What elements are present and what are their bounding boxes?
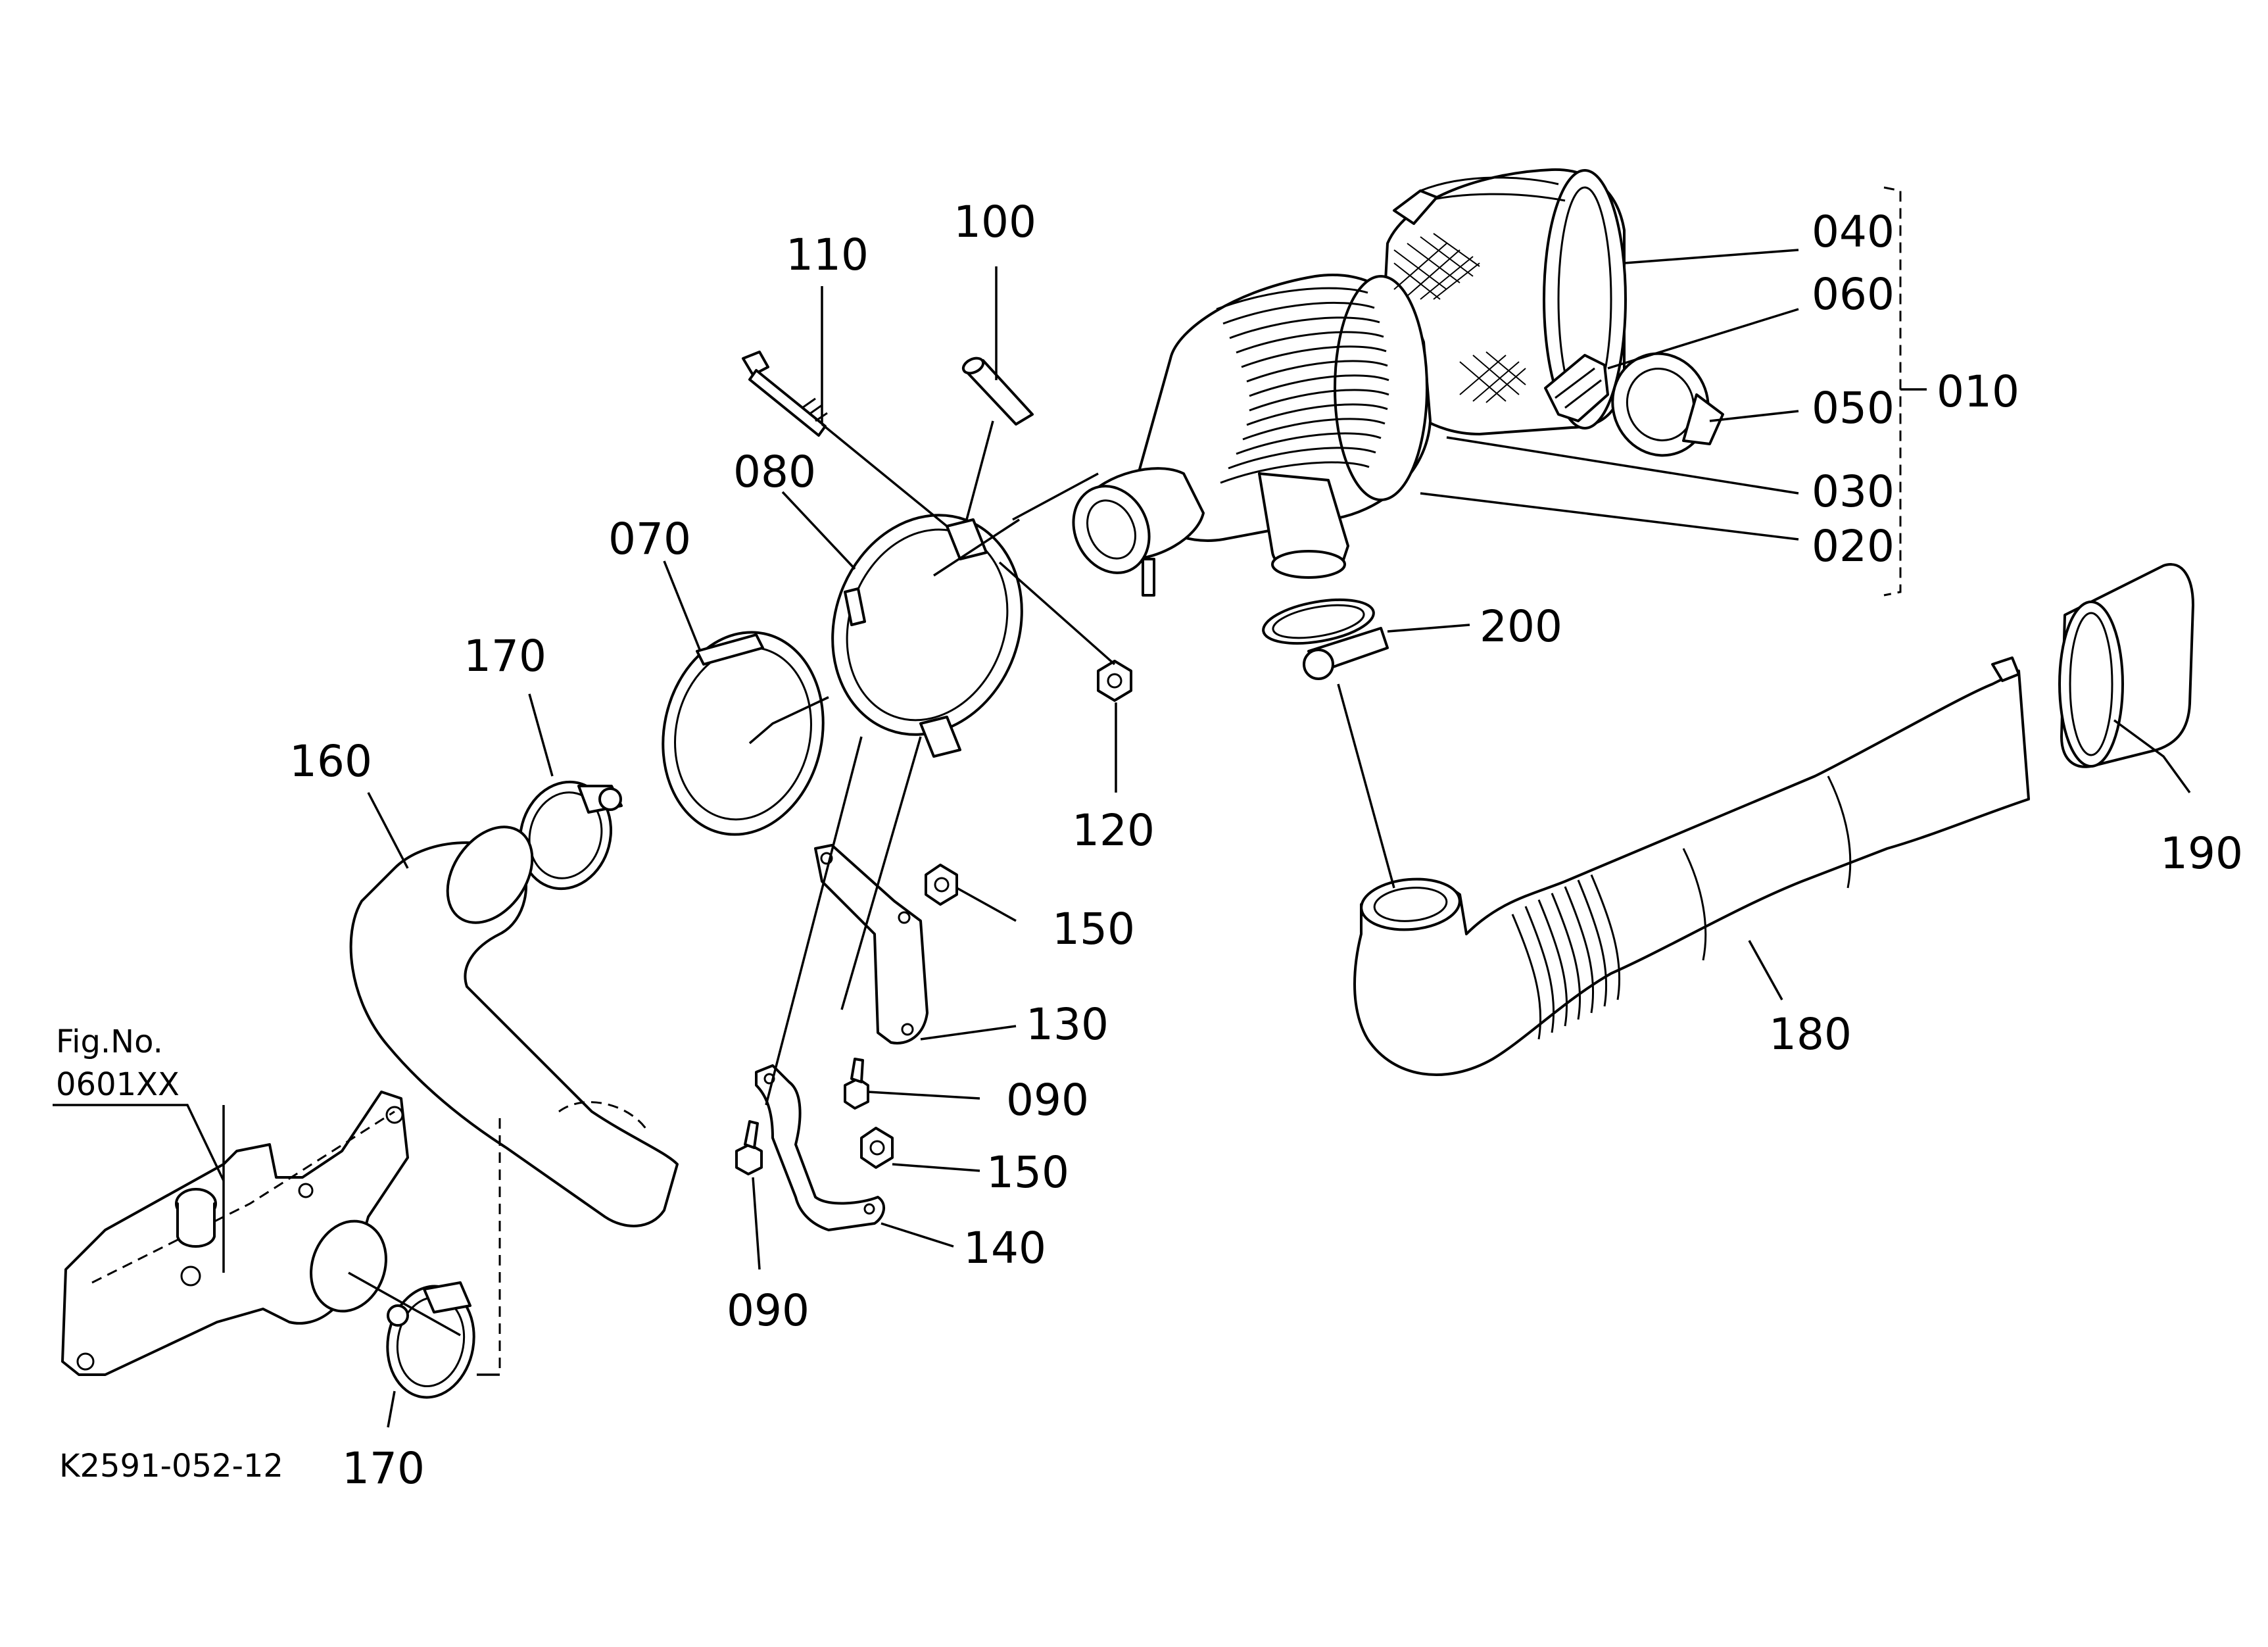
part-130-bracket[interactable] [814,844,929,1045]
air-cleaner-assembly [1059,168,1724,597]
callout-100[interactable]: 100 [953,197,1036,247]
callout-020[interactable]: 020 [1812,521,1894,572]
callout-150-bottom[interactable]: 150 [986,1147,1069,1198]
callout-080[interactable]: 080 [733,447,816,497]
callout-060[interactable]: 060 [1812,269,1894,320]
part-160-pipe[interactable] [349,811,679,1375]
figure-reference-number[interactable]: 0601XX [56,1066,180,1103]
callout-120[interactable]: 120 [1072,805,1155,856]
callout-190[interactable]: 190 [2160,828,2243,879]
part-090-bolt-right[interactable] [844,1058,869,1110]
part-030-element[interactable] [1393,233,1526,403]
callout-090-bottom[interactable]: 090 [727,1285,809,1336]
part-110-bolt[interactable] [742,351,828,437]
callout-170-bottom[interactable]: 170 [342,1443,425,1494]
callout-040[interactable]: 040 [1812,207,1894,257]
leader-lines [53,186,2191,1428]
part-170-clamp-top[interactable] [508,772,623,899]
callout-070[interactable]: 070 [608,514,691,564]
figure-reference-label: Fig.No. [56,1023,163,1060]
part-090-bolt-bottom[interactable] [735,1120,763,1175]
part-180-hose[interactable] [1353,656,2030,1076]
part-080-band[interactable] [802,488,1051,761]
callout-050[interactable]: 050 [1812,383,1894,433]
part-040-cover[interactable] [1380,168,1627,435]
part-120-nut[interactable] [1097,660,1132,702]
callout-010[interactable]: 010 [1937,366,2019,417]
callout-160[interactable]: 160 [289,736,372,787]
part-050-valve[interactable] [1599,340,1724,469]
reference-manifold [61,1091,409,1376]
callout-200[interactable]: 200 [1480,601,1562,652]
callout-170-top[interactable]: 170 [464,631,546,681]
part-100-collar[interactable] [961,355,1034,426]
part-170-clamp-bottom[interactable] [379,1279,483,1404]
callout-labels: 110 100 080 070 170 160 120 150 130 090 … [56,197,2243,1494]
callout-180[interactable]: 180 [1769,1009,1852,1060]
callout-110[interactable]: 110 [786,230,869,280]
callout-030[interactable]: 030 [1812,466,1894,517]
part-060-clip[interactable] [1393,189,1609,422]
callout-090-right[interactable]: 090 [1006,1075,1089,1125]
part-200-clamp[interactable] [1260,593,1389,680]
drawing-id: K2591-052-12 [59,1448,283,1485]
part-150-nut-top[interactable] [925,864,958,906]
part-020-body[interactable] [1059,273,1432,597]
part-070-band[interactable] [644,617,841,849]
part-190-seal[interactable] [2058,563,2194,768]
callout-130[interactable]: 130 [1026,999,1109,1050]
callout-150-top[interactable]: 150 [1052,904,1135,954]
part-150-nut-bottom[interactable] [860,1127,894,1169]
callout-140[interactable]: 140 [963,1223,1046,1273]
